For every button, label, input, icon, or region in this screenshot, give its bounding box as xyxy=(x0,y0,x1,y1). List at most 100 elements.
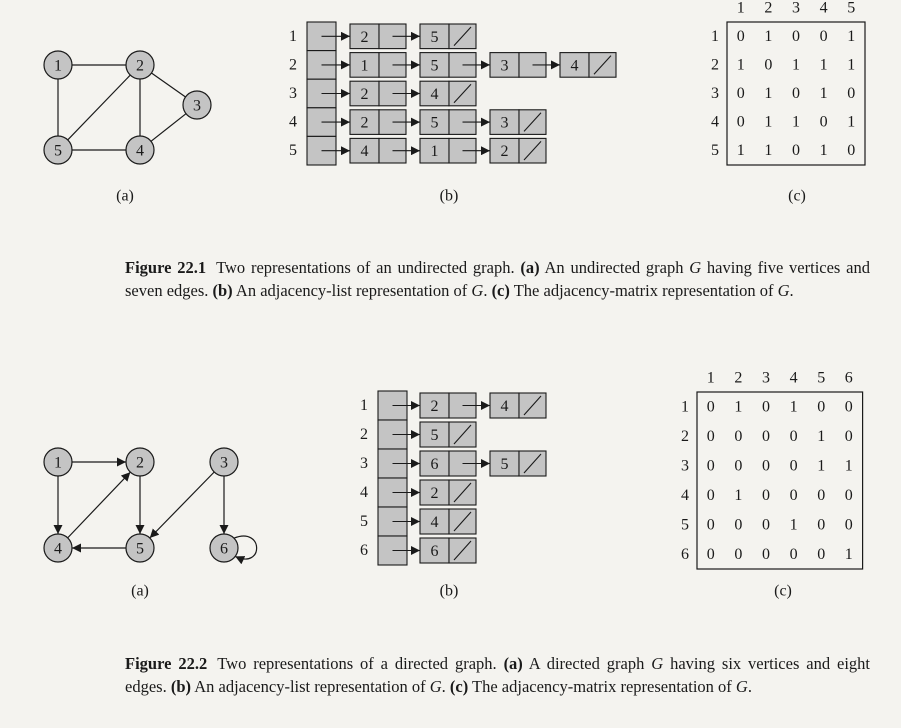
panel-reference: (b) xyxy=(212,281,233,300)
matrix-cell: 0 xyxy=(707,516,715,533)
matrix-row-label: 3 xyxy=(681,457,689,474)
list-node-value: 2 xyxy=(361,86,369,103)
matrix-cell: 0 xyxy=(734,516,742,533)
list-node-value: 6 xyxy=(431,543,439,560)
list-node-value: 3 xyxy=(501,115,509,132)
matrix-cell: 0 xyxy=(707,487,715,504)
matrix-cell: 0 xyxy=(817,487,825,504)
null-pointer-slash xyxy=(523,112,542,132)
matrix-cell: 0 xyxy=(707,546,715,563)
edge-3-5 xyxy=(149,471,215,539)
caption-text: Two representations of an undirected gra… xyxy=(125,258,870,300)
list-node-value-cell xyxy=(419,421,450,448)
matrix-cell: 0 xyxy=(737,28,745,45)
null-pointer-slash xyxy=(453,424,472,445)
vertex-4 xyxy=(43,533,73,563)
list-node-value-cell xyxy=(419,392,450,419)
list-row-label: 3 xyxy=(289,85,297,102)
vertex-label: 1 xyxy=(54,58,62,75)
list-node-value-cell xyxy=(349,80,380,107)
matrix-cell: 1 xyxy=(792,114,800,131)
list-node-value: 5 xyxy=(431,57,439,74)
list-node-value: 2 xyxy=(501,143,509,160)
list-node-value-cell xyxy=(349,137,380,164)
list-node-value-cell xyxy=(419,52,450,78)
list-node-value-cell xyxy=(419,537,450,564)
list-node-value: 4 xyxy=(571,57,579,74)
matrix-row-label: 2 xyxy=(681,428,689,445)
list-node-value-cell xyxy=(489,52,520,78)
list-row-label: 1 xyxy=(360,397,368,414)
list-node-value-cell xyxy=(559,52,590,78)
matrix-col-label: 2 xyxy=(734,370,742,387)
matrix-cell: 1 xyxy=(790,398,798,415)
null-pointer-slash xyxy=(593,55,612,75)
vertex-3 xyxy=(182,90,212,120)
graph-symbol: G xyxy=(689,258,702,277)
vertex-label: 4 xyxy=(54,541,62,558)
matrix-cell: 0 xyxy=(820,114,828,131)
list-node-value-cell xyxy=(419,80,450,107)
panel-reference: (a) xyxy=(520,258,540,277)
list-row-label: 5 xyxy=(360,513,368,530)
matrix-row-label: 2 xyxy=(711,56,719,73)
list-node-value: 2 xyxy=(361,29,369,46)
list-node-value: 5 xyxy=(431,427,439,444)
matrix-border xyxy=(696,391,864,570)
edge-2-3 xyxy=(151,72,186,98)
matrix-cell: 1 xyxy=(792,56,800,73)
matrix-cell: 1 xyxy=(820,85,828,102)
edge-3-4 xyxy=(150,113,187,142)
matrix-row-label: 4 xyxy=(711,114,719,131)
graph-symbol: G xyxy=(735,677,748,696)
matrix-cell: 0 xyxy=(762,487,770,504)
panel-label: (c) xyxy=(788,188,806,205)
vertex-label: 5 xyxy=(136,541,144,558)
null-pointer-slash xyxy=(523,395,542,416)
caption-fragment: . xyxy=(441,677,450,696)
list-node-value-cell xyxy=(419,450,450,477)
matrix-cell: 0 xyxy=(790,487,798,504)
list-node-value-cell xyxy=(349,52,380,78)
matrix-col-label: 3 xyxy=(792,0,800,17)
matrix-row-label: 6 xyxy=(681,546,689,563)
list-node-value-cell xyxy=(349,23,380,50)
caption-fragment: . xyxy=(789,281,794,300)
graph-symbol: G xyxy=(471,281,484,300)
caption-fragment: The adjacency-matrix representation of xyxy=(468,677,736,696)
graph-symbol: G xyxy=(429,677,442,696)
list-node-value: 4 xyxy=(431,86,439,103)
figure-label: Figure 22.1 xyxy=(125,258,207,277)
matrix-cell: 0 xyxy=(707,428,715,445)
list-node-value: 5 xyxy=(431,29,439,46)
matrix-row-label: 5 xyxy=(681,516,689,533)
matrix-cell: 1 xyxy=(820,142,828,159)
list-node-value: 4 xyxy=(501,398,509,415)
matrix-cell: 0 xyxy=(707,398,715,415)
list-node-value: 3 xyxy=(501,57,509,74)
matrix-row-label: 1 xyxy=(681,398,689,415)
matrix-col-label: 1 xyxy=(707,370,715,387)
matrix-cell: 0 xyxy=(790,428,798,445)
list-node-value: 5 xyxy=(431,115,439,132)
list-row-label: 5 xyxy=(289,142,297,159)
vertex-5 xyxy=(125,533,155,563)
matrix-cell: 0 xyxy=(737,114,745,131)
matrix-cell: 0 xyxy=(792,142,800,159)
edge-6-6 xyxy=(233,535,258,565)
list-node-value: 4 xyxy=(431,514,439,531)
matrix-col-label: 5 xyxy=(847,0,855,17)
vertex-2 xyxy=(125,447,155,477)
list-node-value-cell xyxy=(489,137,520,164)
matrix-cell: 0 xyxy=(790,457,798,474)
matrix-cell: 1 xyxy=(764,114,772,131)
matrix-cell: 1 xyxy=(847,114,855,131)
list-row-label: 2 xyxy=(360,426,368,443)
graph-symbol: G xyxy=(777,281,790,300)
panel-label: (b) xyxy=(440,188,459,205)
matrix-col-label: 5 xyxy=(817,370,825,387)
null-pointer-slash xyxy=(523,453,542,474)
matrix-col-label: 4 xyxy=(790,370,798,387)
